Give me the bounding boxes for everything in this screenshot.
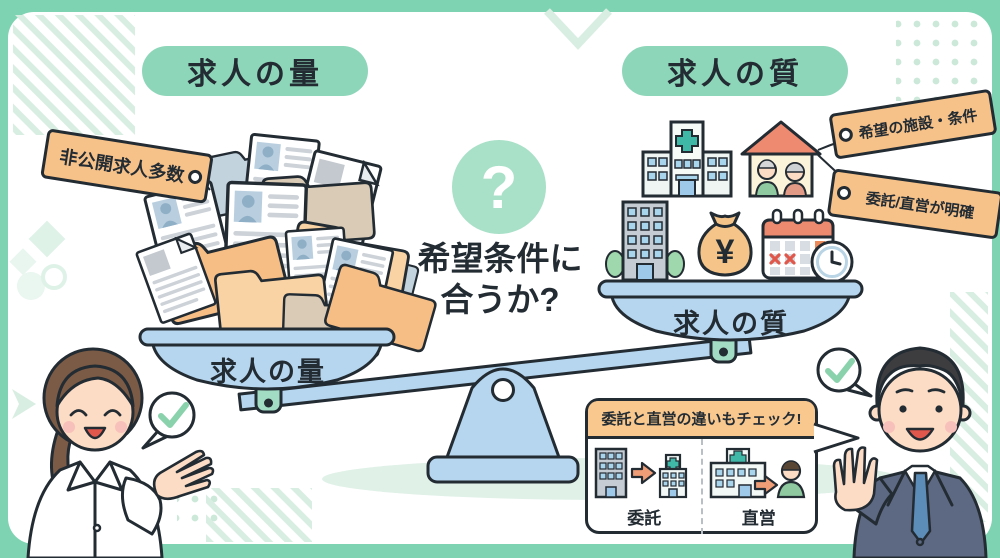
clock-icon	[810, 240, 854, 284]
yen-symbol: ¥	[716, 233, 735, 271]
chokuei-icon	[709, 447, 806, 498]
woman-check-bubble	[141, 391, 196, 450]
left-pan	[138, 327, 396, 391]
deco-chevron-left	[12, 389, 36, 419]
caption-line-2: 合うか?	[440, 281, 560, 318]
badge-job-quantity: 求人の量	[142, 46, 368, 96]
woman-illustration	[26, 347, 215, 558]
money-bag-icon: ¥	[697, 211, 753, 277]
chokuei-label: 直営	[741, 508, 776, 528]
deco-stripes-topleft	[13, 15, 135, 135]
itaku-label: 委託	[627, 508, 662, 528]
center-caption: 希望条件に 合うか?	[390, 238, 610, 320]
office-building-icon	[605, 200, 685, 282]
checkmark-icon	[158, 402, 189, 428]
itaku-chokuei-check-box: 委託と直営の違いもチェック!	[585, 398, 818, 534]
fulcrum-hole	[491, 378, 515, 402]
itaku-icon	[595, 447, 688, 498]
right-pan-label: 求人の質	[673, 309, 789, 339]
woman-hand	[152, 449, 215, 501]
check-box-title: 委託と直営の違いもチェック!	[588, 401, 815, 439]
deco-stripes-bottom	[206, 488, 312, 542]
fulcrum-base	[426, 455, 580, 484]
check-box-tail	[813, 422, 860, 454]
deco-shapes-left	[9, 220, 67, 300]
itaku-panel: 委託	[588, 439, 703, 534]
deco-dots-topright	[896, 17, 978, 101]
house-elderly-icon	[740, 120, 822, 198]
badge-job-quality: 求人の質	[622, 46, 848, 96]
scale-fulcrum	[444, 367, 562, 462]
right-pan	[597, 279, 864, 342]
man-check-bubble	[816, 347, 873, 398]
chokuei-panel: 直営	[703, 439, 816, 534]
question-mark: ?	[480, 153, 518, 221]
man-hand	[832, 446, 879, 512]
left-pan-label: 求人の量	[210, 357, 326, 387]
man-illustration	[832, 346, 988, 558]
checkmark-icon	[825, 358, 855, 383]
hospital-icon	[641, 120, 733, 198]
question-icon: ?	[452, 140, 546, 234]
deco-chevron-top	[544, 8, 612, 50]
caption-line-1: 希望条件に	[417, 240, 583, 277]
